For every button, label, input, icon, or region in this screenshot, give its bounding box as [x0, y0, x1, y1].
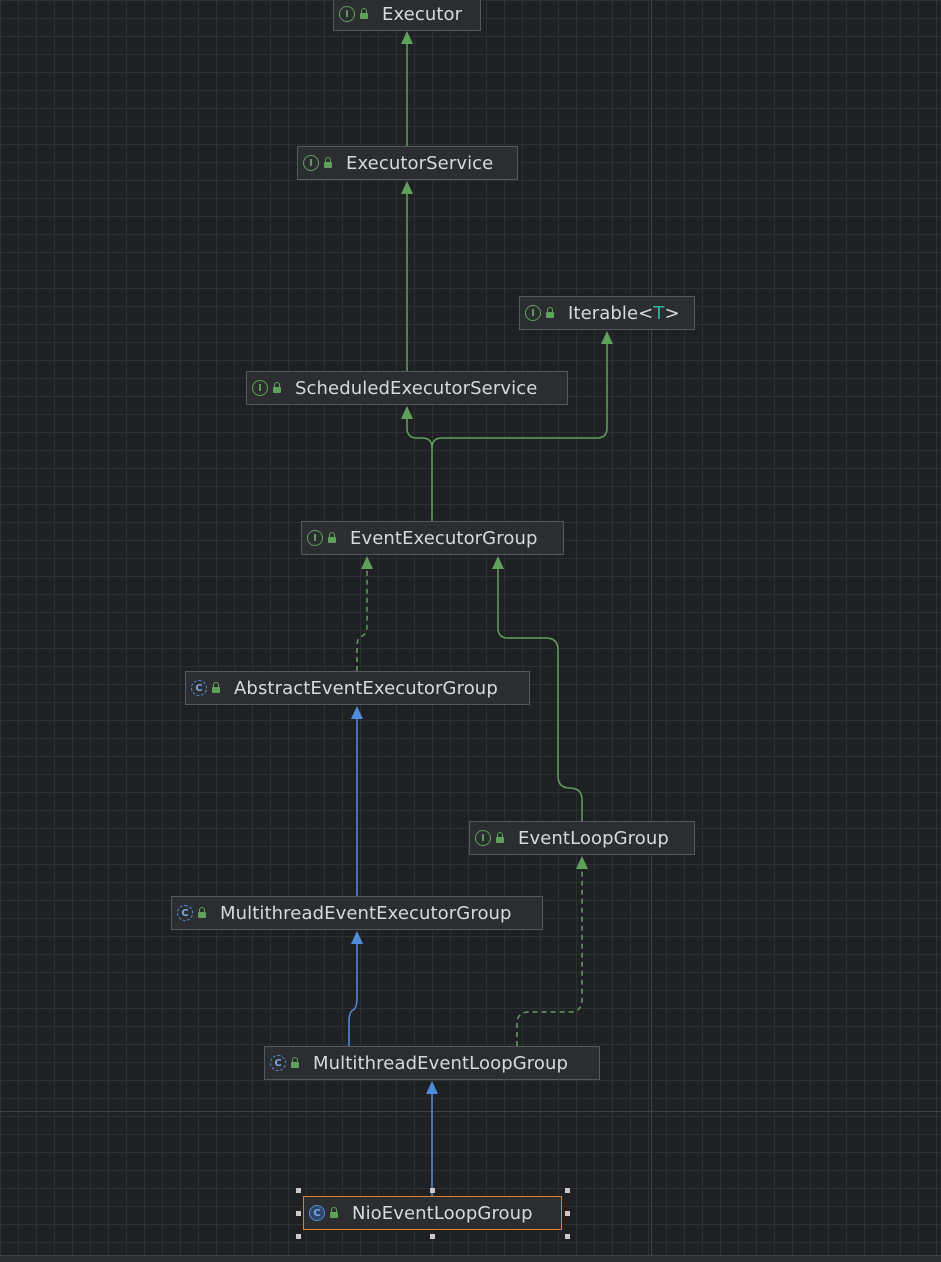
- interface-icon: I: [252, 380, 268, 396]
- selection-handle-top-left[interactable]: [296, 1188, 301, 1193]
- arrowhead-abstracteventexecutorgroup: [351, 706, 363, 719]
- arrowhead-multithreadeventexecutorgroup: [351, 931, 363, 944]
- node-executor-service[interactable]: I ExecutorService: [297, 146, 518, 180]
- arrowhead-executor: [401, 31, 413, 44]
- interface-icon: I: [475, 830, 491, 846]
- selection-handle-bottom-center[interactable]: [430, 1234, 435, 1239]
- node-executor-service-label: ExecutorService: [346, 152, 494, 174]
- selection-handle-middle-right[interactable]: [565, 1211, 570, 1216]
- arrowhead-multithreadeventloopgroup: [426, 1081, 438, 1094]
- public-lock-icon: [328, 532, 338, 544]
- node-abstract-event-executor-group-label: AbstractEventExecutorGroup: [234, 677, 498, 699]
- selection-handle-top-right[interactable]: [565, 1188, 570, 1193]
- node-multithread-event-loop-group-label: MultithreadEventLoopGroup: [313, 1052, 569, 1074]
- node-executor[interactable]: I Executor: [333, 0, 481, 31]
- edge-eventexecutorgroup-to-scheduledexecutorservice: [406, 419, 433, 521]
- public-lock-icon: [198, 907, 208, 919]
- abstract-class-icon: C: [177, 905, 193, 921]
- node-multithread-event-executor-group[interactable]: C MultithreadEventExecutorGroup: [171, 896, 543, 930]
- public-lock-icon: [546, 307, 556, 319]
- arrowhead-eventexecutorgroup-left: [361, 556, 373, 569]
- node-iterable-label: Iterable<T>: [568, 303, 680, 324]
- iterable-name-suffix: >: [664, 302, 680, 324]
- edge-eventloopgroup-to-eventexecutorgroup: [497, 569, 583, 821]
- public-lock-icon: [324, 157, 334, 169]
- node-event-loop-group-label: EventLoopGroup: [518, 827, 669, 849]
- public-lock-icon: [360, 8, 370, 20]
- selection-handle-bottom-right[interactable]: [565, 1234, 570, 1239]
- node-nio-event-loop-group-label: NioEventLoopGroup: [352, 1202, 533, 1224]
- interface-icon: I: [303, 155, 319, 171]
- arrowhead-iterable: [601, 331, 613, 344]
- interface-icon: I: [525, 305, 541, 321]
- node-event-executor-group[interactable]: I EventExecutorGroup: [301, 521, 564, 555]
- public-lock-icon: [291, 1057, 301, 1069]
- public-lock-icon: [273, 382, 283, 394]
- selection-handle-middle-left[interactable]: [296, 1211, 301, 1216]
- iterable-name: Iterable<: [568, 302, 654, 324]
- iterable-type-param: T: [653, 302, 665, 324]
- edge-abstracteventexecutorgroup-to-eventexecutorgroup: [356, 569, 368, 671]
- node-abstract-event-executor-group[interactable]: C AbstractEventExecutorGroup: [185, 671, 530, 705]
- interface-icon: I: [339, 6, 355, 22]
- node-executor-label: Executor: [382, 3, 463, 25]
- selection-handle-bottom-left[interactable]: [296, 1234, 301, 1239]
- selection-handle-top-center[interactable]: [430, 1188, 435, 1193]
- abstract-class-icon: C: [191, 680, 207, 696]
- arrowhead-executorservice: [401, 181, 413, 194]
- node-nio-event-loop-group[interactable]: C NioEventLoopGroup: [303, 1196, 562, 1230]
- arrowhead-eventexecutorgroup-right: [492, 556, 504, 569]
- public-lock-icon: [212, 682, 222, 694]
- public-lock-icon: [496, 832, 506, 844]
- grid-major-horizontal-line: [0, 1111, 941, 1112]
- node-multithread-event-executor-group-label: MultithreadEventExecutorGroup: [220, 902, 512, 924]
- arrowhead-eventloopgroup: [576, 856, 588, 869]
- node-scheduled-executor-service[interactable]: I ScheduledExecutorService: [246, 371, 568, 405]
- node-multithread-event-loop-group[interactable]: C MultithreadEventLoopGroup: [264, 1046, 600, 1080]
- class-icon: C: [309, 1205, 325, 1221]
- grid-major-vertical-line: [651, 0, 652, 1255]
- node-event-executor-group-label: EventExecutorGroup: [350, 527, 538, 549]
- canvas-bottom-edge: [0, 1255, 941, 1262]
- edge-multithreadeventloopgroup-to-multithreadeventexecutorgroup: [348, 944, 358, 1046]
- public-lock-icon: [330, 1207, 340, 1219]
- edge-eventexecutorgroup-to-iterable: [431, 344, 608, 449]
- node-scheduled-executor-service-label: ScheduledExecutorService: [295, 377, 538, 399]
- abstract-class-icon: C: [270, 1055, 286, 1071]
- interface-icon: I: [307, 530, 323, 546]
- node-iterable[interactable]: I Iterable<T>: [519, 296, 695, 330]
- node-event-loop-group[interactable]: I EventLoopGroup: [469, 821, 695, 855]
- arrowhead-scheduledexecutorservice: [401, 406, 413, 419]
